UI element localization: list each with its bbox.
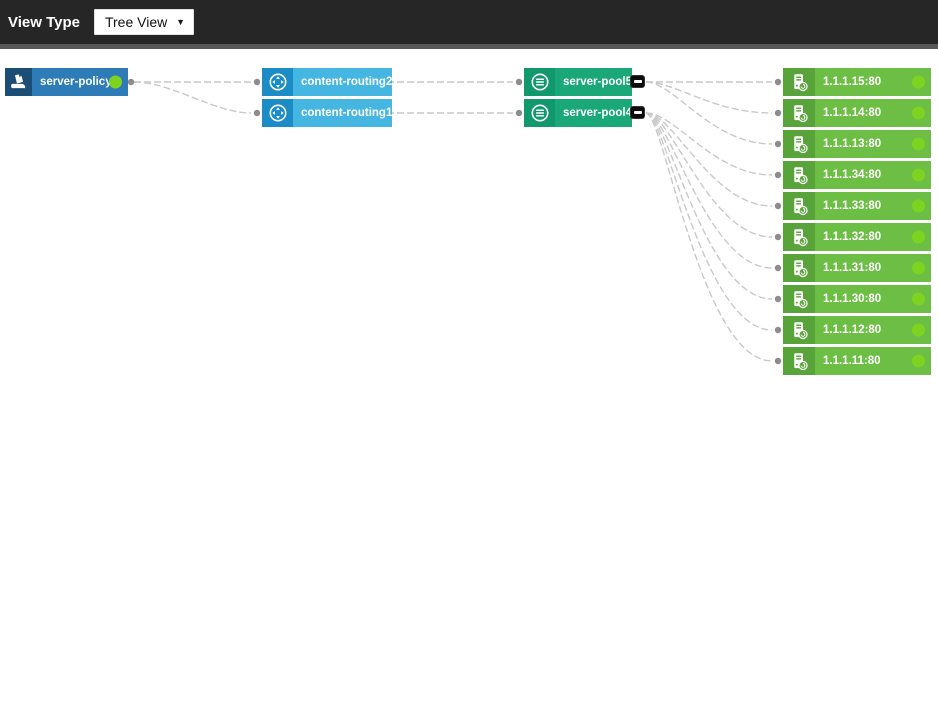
status-dot — [912, 323, 925, 337]
node-label: server-pool4 — [563, 107, 633, 119]
server-node[interactable]: 1.1.1.12:80 — [783, 316, 931, 344]
status-dot — [912, 137, 925, 151]
view-type-value: Tree View — [104, 14, 168, 30]
view-type-label: View Type — [8, 13, 80, 31]
pool-node[interactable]: server-pool5 — [524, 68, 633, 96]
status-dot — [912, 199, 925, 213]
server-node[interactable]: 1.1.1.34:80 — [783, 161, 931, 189]
server-gear-icon — [783, 161, 815, 189]
server-gear-icon — [783, 192, 815, 220]
status-dot — [912, 168, 925, 182]
route-icon — [262, 99, 293, 127]
node-label: 1.1.1.12:80 — [823, 324, 882, 336]
server-gear-icon — [783, 130, 815, 158]
status-dot — [912, 230, 925, 244]
document-icon — [5, 68, 32, 96]
server-node[interactable]: 1.1.1.30:80 — [783, 285, 931, 313]
status-dot — [912, 261, 925, 275]
node-label: content-routing1 — [301, 107, 393, 119]
list-icon — [524, 68, 555, 96]
status-dot — [912, 354, 925, 368]
node-label: 1.1.1.33:80 — [823, 200, 882, 212]
pool-node[interactable]: server-pool4 — [524, 99, 633, 127]
server-gear-icon — [783, 223, 815, 251]
collapse-minus-icon — [633, 111, 642, 114]
node-label: 1.1.1.14:80 — [823, 107, 882, 119]
collapse-button[interactable] — [630, 106, 645, 119]
route-icon — [262, 68, 293, 96]
topology-connectors — [127, 78, 782, 365]
status-dot — [109, 75, 122, 89]
server-gear-icon — [783, 99, 815, 127]
status-dot — [912, 292, 925, 306]
status-dot — [912, 106, 925, 120]
caret-down-icon: ▼ — [176, 16, 185, 27]
view-type-dropdown[interactable]: Tree View ▼ — [93, 9, 194, 35]
status-dot — [912, 75, 925, 89]
node-label: 1.1.1.31:80 — [823, 262, 882, 274]
server-node[interactable]: 1.1.1.31:80 — [783, 254, 931, 282]
routing-node[interactable]: content-routing1 — [262, 99, 393, 127]
node-label: 1.1.1.32:80 — [823, 231, 882, 243]
server-gear-icon — [783, 347, 815, 375]
server-gear-icon — [783, 254, 815, 282]
server-node[interactable]: 1.1.1.14:80 — [783, 99, 931, 127]
server-node[interactable]: 1.1.1.15:80 — [783, 68, 931, 96]
node-label: content-routing2 — [301, 76, 393, 88]
top-toolbar: View Type Tree View ▼ — [0, 0, 938, 44]
routing-node[interactable]: content-routing2 — [262, 68, 393, 96]
node-label: server-policy4 — [40, 76, 118, 88]
toolbar-divider — [0, 44, 938, 49]
server-node[interactable]: 1.1.1.11:80 — [783, 347, 931, 375]
node-label: 1.1.1.13:80 — [823, 138, 882, 150]
list-icon — [524, 99, 555, 127]
server-gear-icon — [783, 285, 815, 313]
collapse-minus-icon — [633, 80, 642, 83]
policy-node[interactable]: server-policy4 — [5, 68, 128, 96]
collapse-button[interactable] — [630, 75, 645, 88]
node-label: 1.1.1.11:80 — [823, 355, 881, 367]
server-node[interactable]: 1.1.1.13:80 — [783, 130, 931, 158]
server-node[interactable]: 1.1.1.33:80 — [783, 192, 931, 220]
server-gear-icon — [783, 316, 815, 344]
server-node[interactable]: 1.1.1.32:80 — [783, 223, 931, 251]
node-label: 1.1.1.15:80 — [823, 76, 882, 88]
topology-canvas: server-policy4 content-routing2 — [0, 49, 938, 725]
node-label: 1.1.1.30:80 — [823, 293, 882, 305]
server-gear-icon — [783, 68, 815, 96]
node-label: 1.1.1.34:80 — [823, 169, 882, 181]
node-label: server-pool5 — [563, 76, 633, 88]
